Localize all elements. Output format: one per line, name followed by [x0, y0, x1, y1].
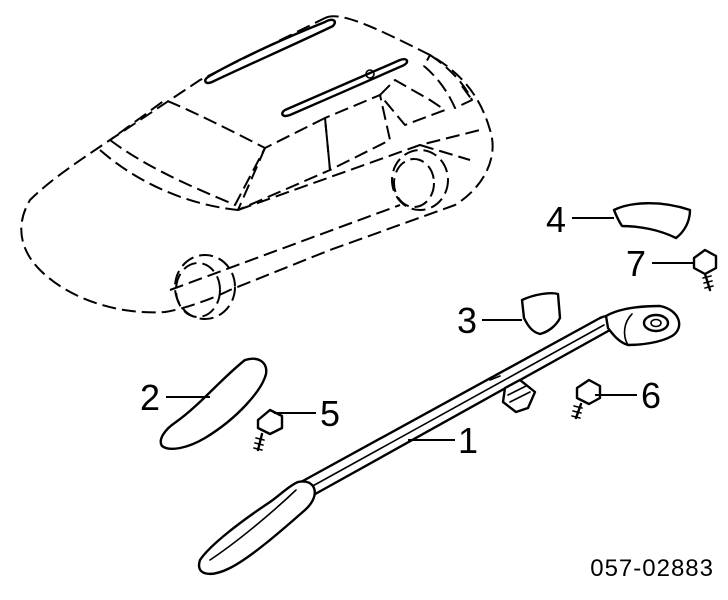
front-cover-part [159, 357, 268, 450]
pad-part [520, 292, 562, 336]
callout-labels: 1 2 3 4 5 6 7 [140, 199, 661, 461]
callout-1: 1 [458, 420, 478, 461]
callout-2: 2 [140, 377, 160, 418]
roof-rail-part [197, 304, 681, 576]
callout-6: 6 [641, 375, 661, 416]
diagram-code: 057-02883 [590, 555, 714, 582]
rear-cover-part [612, 202, 692, 240]
callout-3: 3 [457, 300, 477, 341]
vehicle-outline [20, 15, 494, 314]
leader-lines [166, 217, 694, 441]
screw-part-6 [571, 378, 602, 420]
callout-4: 4 [546, 199, 566, 240]
screw-part-7 [692, 248, 718, 292]
front-wheel [174, 254, 236, 320]
callout-7: 7 [626, 243, 646, 284]
rear-wheel [391, 149, 449, 211]
callout-5: 5 [320, 393, 340, 434]
vehicle-roof-rails [204, 18, 409, 118]
screw-part-5 [253, 408, 284, 452]
